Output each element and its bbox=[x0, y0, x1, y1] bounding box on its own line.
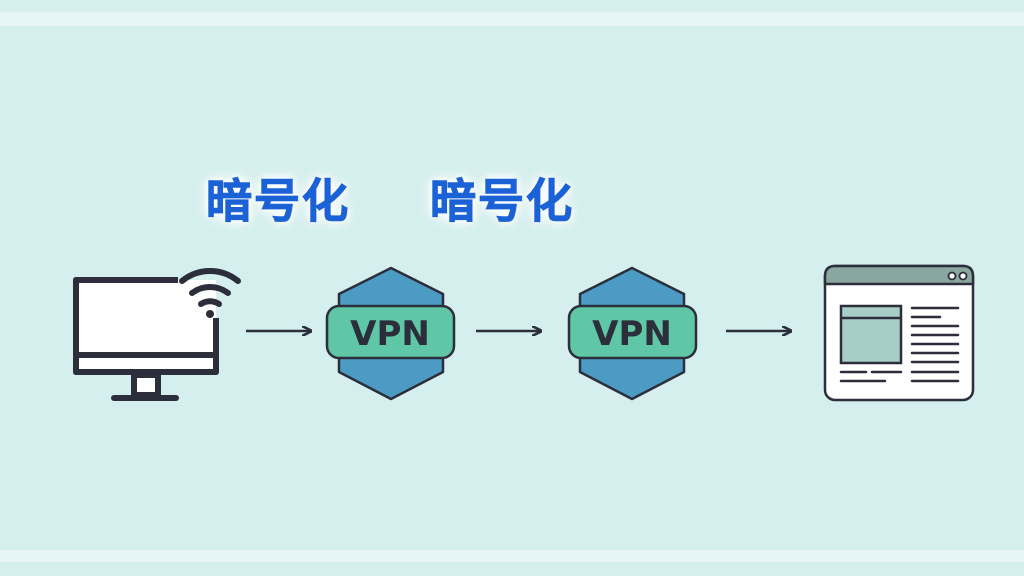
bottom-light-band bbox=[0, 550, 1024, 562]
vpn-label: VPN bbox=[350, 314, 430, 354]
top-light-band bbox=[0, 12, 1024, 26]
browser-window-icon bbox=[823, 264, 975, 402]
vpn-label: VPN bbox=[592, 314, 672, 354]
monitor-wifi-icon bbox=[73, 268, 241, 401]
vpn-hexagon-icon: VPN bbox=[325, 266, 456, 401]
vpn-hexagon-icon: VPN bbox=[567, 266, 698, 401]
encryption-label-1: 暗号化 bbox=[206, 174, 350, 228]
top-band bbox=[0, 0, 1024, 12]
encryption-label-2: 暗号化 bbox=[430, 174, 574, 228]
